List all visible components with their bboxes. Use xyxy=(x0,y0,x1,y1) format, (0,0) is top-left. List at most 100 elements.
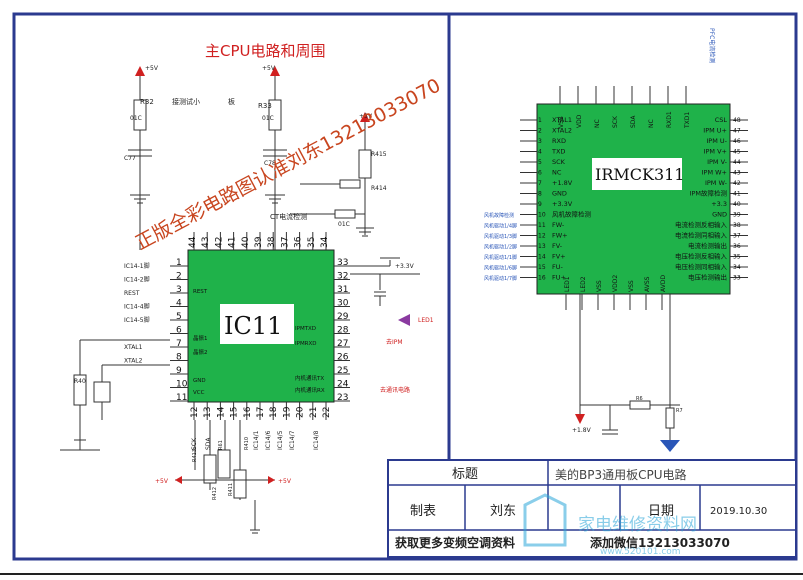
power-label-bottom-2: +5V xyxy=(278,478,292,485)
ic11-inner-left-label: REST xyxy=(193,289,208,295)
drawn-label: 制表 xyxy=(410,504,436,519)
irmck-right-pin-label: 电流检测输出 xyxy=(688,241,727,250)
ic11-bottom-pin-num: 22 xyxy=(322,407,332,418)
irmck-left-pin-num: 2 xyxy=(538,128,542,135)
irmck-top-pin-label: NC xyxy=(594,119,601,128)
ic11-pins: 1IC14-1脚2IC14-2脚3REST4IC14-4脚5IC14-5脚67X… xyxy=(124,232,350,420)
irmck-right-pin-num: 34 xyxy=(733,264,741,271)
ic11-left-wiring xyxy=(60,339,170,451)
irmck-left-pin-label: FU- xyxy=(552,263,563,271)
cap-c78: C78 xyxy=(264,160,276,167)
ic11-inner-left-label: GND xyxy=(193,378,206,384)
ic11-bottom-pin-num: 16 xyxy=(243,406,253,418)
irmck-right-pin-num: 46 xyxy=(733,138,741,145)
ic11-bottom-pin-num: 17 xyxy=(256,407,266,418)
right-label-comm: 去通讯电路 xyxy=(380,386,410,394)
ic11-bottom-signal-label: SCK xyxy=(191,437,198,450)
irmck-right-pin-num: 41 xyxy=(733,191,741,198)
val-label-2: 01C xyxy=(262,115,274,122)
date-value: 2019.10.30 xyxy=(710,506,767,517)
ic11-bottom-pin-num: 18 xyxy=(269,406,279,418)
ic11-top-pin-num: 40 xyxy=(241,236,251,248)
resistor-r32: R32 xyxy=(140,98,154,106)
ic11-right-pin-num: 32 xyxy=(337,272,348,282)
r6-label: R6 xyxy=(636,396,643,402)
cap-c77: C77 xyxy=(124,155,136,162)
resistor-r412: R412 xyxy=(212,487,218,500)
irmck-right-pin-label: CSL xyxy=(715,116,728,124)
ic11-top-pin-num: 34 xyxy=(320,236,330,248)
logo-text: 家电维修资料网 xyxy=(578,515,697,535)
power-arrows xyxy=(135,66,370,122)
irmck-bottom-pin-label: AVDD xyxy=(660,275,667,292)
irmck-left-pin-label: XTAL2 xyxy=(552,127,572,135)
ic11-left-pin-num: 6 xyxy=(176,326,182,336)
ic11-left-pin-label: IC14-5脚 xyxy=(124,316,150,324)
irmck-side-label: 风机驱动1/4脚 xyxy=(484,223,517,230)
power-label-3v3: +3.3V xyxy=(395,263,415,270)
power-label-1: +5V xyxy=(145,65,159,72)
bottom-power-arrow-1 xyxy=(175,476,182,484)
ic11-top-pin-num: 42 xyxy=(214,237,224,248)
ic11-label: IC11 xyxy=(224,312,282,340)
ic11-right-pin-num: 29 xyxy=(337,312,349,322)
irmck-top-pin-label: VDD xyxy=(576,114,583,128)
irmck-left-pin-num: 12 xyxy=(538,233,546,240)
irmck-left-pin-num: 6 xyxy=(538,170,542,177)
ic11-bottom-signal-label: IC14/6 xyxy=(265,430,272,450)
power-rail-group xyxy=(128,70,374,250)
irmck-left-pin-num: 14 xyxy=(538,254,546,261)
irmck-left-pin-num: 3 xyxy=(538,138,542,145)
irmck-bottom-pin-label: VSS xyxy=(596,280,603,292)
resistor-r413: R413 xyxy=(192,449,198,462)
irmck-bottom-pin-label: VDD2 xyxy=(612,275,619,292)
ic11-left-pin-num: 2 xyxy=(176,272,182,282)
irmck-right-pin-label: IPM U- xyxy=(706,137,727,145)
irmck-side-label: 风机驱动1/3脚 xyxy=(484,233,517,240)
irmck-left-pin-num: 5 xyxy=(538,159,542,166)
irmck-right-pin-label: IPM U+ xyxy=(703,127,727,135)
resistor-r415: R415 xyxy=(371,151,387,158)
irmck-right-pin-label: IPM W- xyxy=(705,179,728,187)
irmck-right-pin-num: 35 xyxy=(733,254,741,261)
bottom-voltage: +1.8V xyxy=(572,427,592,434)
irmck-side-labels: 风机故障检测风机驱动1/4脚风机驱动1/3脚风机驱动1/2脚风机驱动1/1脚风机… xyxy=(484,212,517,282)
irmck-right-pin-label: IPM V+ xyxy=(704,148,727,156)
r7-label: R7 xyxy=(676,408,683,414)
right-label-led1: LED1 xyxy=(418,317,434,324)
ic11-bottom-pin-num: 19 xyxy=(282,406,292,418)
date-label: 日期 xyxy=(648,504,674,519)
irmck-right-pin-num: 33 xyxy=(733,275,741,282)
led-arrow xyxy=(398,314,410,326)
irmck-left-pin-label: +1.8V xyxy=(552,179,573,187)
irmck-right-pin-label: 电压检测反相输入 xyxy=(675,252,728,261)
title-block xyxy=(387,459,797,558)
irmck-right-pin-num: 37 xyxy=(733,233,741,240)
ic11-inner-left-label: 晶振2 xyxy=(193,348,208,356)
irmck-left-pin-label: XTAL1 xyxy=(552,116,572,124)
irmck-left-pin-label: +3.3V xyxy=(552,200,573,208)
ic11-bottom-signal-label: IC14/8 xyxy=(313,430,320,450)
test-label: 接测试小 xyxy=(172,97,200,106)
title-value: 美的BP3通用板CPU电路 xyxy=(555,467,687,482)
ic11-right-pin-num: 26 xyxy=(337,353,349,363)
irmck-left-pin-label: NC xyxy=(552,169,562,177)
ic11-left-pin-num: 11 xyxy=(176,393,187,403)
irmck-left-pin-num: 10 xyxy=(538,212,546,219)
irmck-right-pin-num: 39 xyxy=(733,212,741,219)
irmck-right-pin-label: 电压检测同相输入 xyxy=(675,262,728,271)
resistor-r414: R414 xyxy=(371,185,387,192)
irmck-right-pin-num: 36 xyxy=(733,243,741,250)
ic11-right-pin-num: 24 xyxy=(337,380,349,390)
ic11-bottom-wiring xyxy=(175,420,275,534)
ic11-left-pin-num: 1 xyxy=(176,258,182,268)
ic11-bottom-signal-label: IC14/1 xyxy=(253,430,260,450)
ic11-bottom-signal-label: SDA xyxy=(205,437,212,450)
ic11-bottom-pin-num: 15 xyxy=(230,407,240,418)
ic11-bottom-pin-num: 21 xyxy=(309,407,319,418)
irmck-left-pin-label: FU+ xyxy=(552,274,566,282)
irmck-left-pin-label: TXD xyxy=(551,148,565,156)
ct-label: CT电流检测 xyxy=(270,212,307,221)
